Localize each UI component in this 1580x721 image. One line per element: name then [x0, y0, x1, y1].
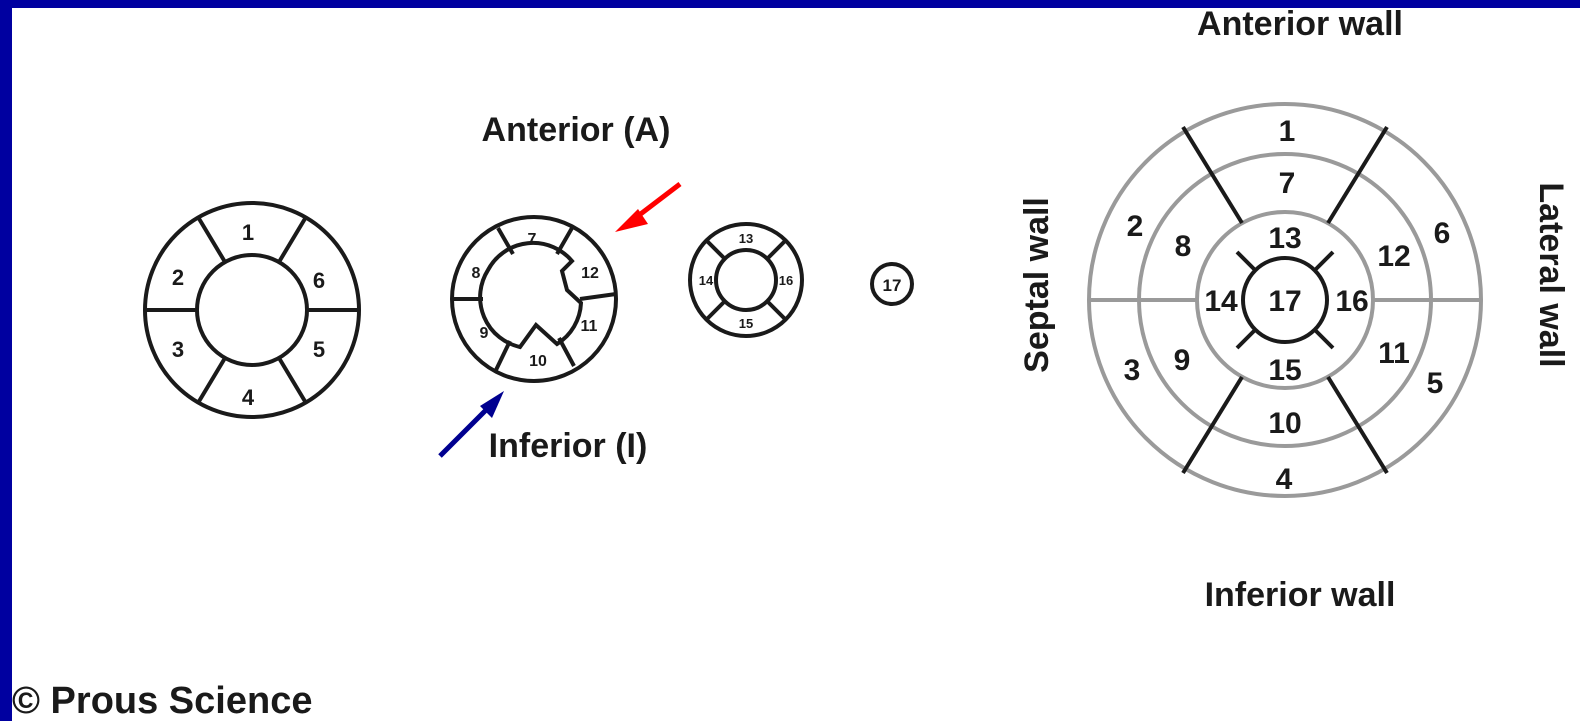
basal-segment-1: 1 — [242, 220, 254, 245]
copyright-text: © Prous Science — [12, 680, 313, 721]
mid-segment-11: 11 — [581, 318, 598, 335]
bullseye-segment-13: 13 — [1268, 222, 1301, 255]
basal-segment-3: 3 — [172, 337, 184, 362]
red-arrow — [615, 182, 682, 232]
inferior-wall-label: Inferior wall — [1205, 576, 1396, 614]
bullseye-segment-11: 11 — [1378, 337, 1410, 370]
diagram-svg: 1 2 3 4 5 6 7 8 9 10 11 12 13 14 15 16 — [143, 8, 1570, 614]
apical-segment-16: 16 — [779, 273, 793, 288]
bullseye-segment-10: 10 — [1268, 407, 1301, 440]
inferior-i-label: Inferior (I) — [489, 427, 648, 465]
bullseye-rings — [1087, 102, 1483, 498]
mid-segment-8: 8 — [472, 265, 481, 282]
basal-ring — [143, 201, 361, 419]
blue-arrow — [438, 391, 504, 458]
basal-segment-4: 4 — [242, 385, 255, 410]
lateral-wall-label: Lateral wall — [1532, 182, 1570, 367]
apex-segment-17: 17 — [883, 276, 902, 295]
basal-segment-6: 6 — [313, 268, 325, 293]
bullseye-segment-5: 5 — [1427, 367, 1444, 400]
basal-segment-5: 5 — [313, 337, 325, 362]
apical-segment-13: 13 — [739, 231, 753, 246]
mid-segment-7: 7 — [528, 231, 537, 248]
apical-ring — [688, 222, 804, 338]
bullseye-segment-9: 9 — [1174, 344, 1191, 377]
mid-segment-10: 10 — [529, 353, 547, 370]
anterior-wall-label: Anterior wall — [1197, 8, 1403, 43]
bullseye-segment-3: 3 — [1124, 354, 1141, 387]
apical-segment-15: 15 — [739, 316, 753, 331]
mid-segment-9: 9 — [480, 325, 489, 342]
bullseye-dividers — [1181, 125, 1389, 475]
apical-segment-14: 14 — [699, 273, 714, 288]
bullseye-segment-7: 7 — [1279, 167, 1296, 200]
bullseye-segment-17: 17 — [1268, 285, 1301, 318]
bullseye-segment-6: 6 — [1434, 217, 1451, 250]
anterior-a-label: Anterior (A) — [482, 111, 671, 149]
bullseye-segment-12: 12 — [1377, 240, 1410, 273]
apex-circle — [870, 262, 914, 306]
mid-ring — [450, 215, 618, 383]
diagram-canvas: 1 2 3 4 5 6 7 8 9 10 11 12 13 14 15 16 — [12, 8, 1580, 721]
septal-wall-label: Septal wall — [1018, 197, 1056, 373]
bullseye-segment-15: 15 — [1268, 354, 1301, 387]
bullseye-segment-4: 4 — [1276, 463, 1293, 496]
bullseye-segment-14: 14 — [1204, 285, 1238, 318]
basal-segment-2: 2 — [172, 265, 184, 290]
bullseye-segment-2: 2 — [1127, 210, 1144, 243]
bullseye-segment-1: 1 — [1279, 115, 1296, 148]
bullseye-segment-8: 8 — [1175, 230, 1192, 263]
mid-segment-12: 12 — [581, 265, 599, 282]
bullseye-segment-16: 16 — [1335, 285, 1368, 318]
